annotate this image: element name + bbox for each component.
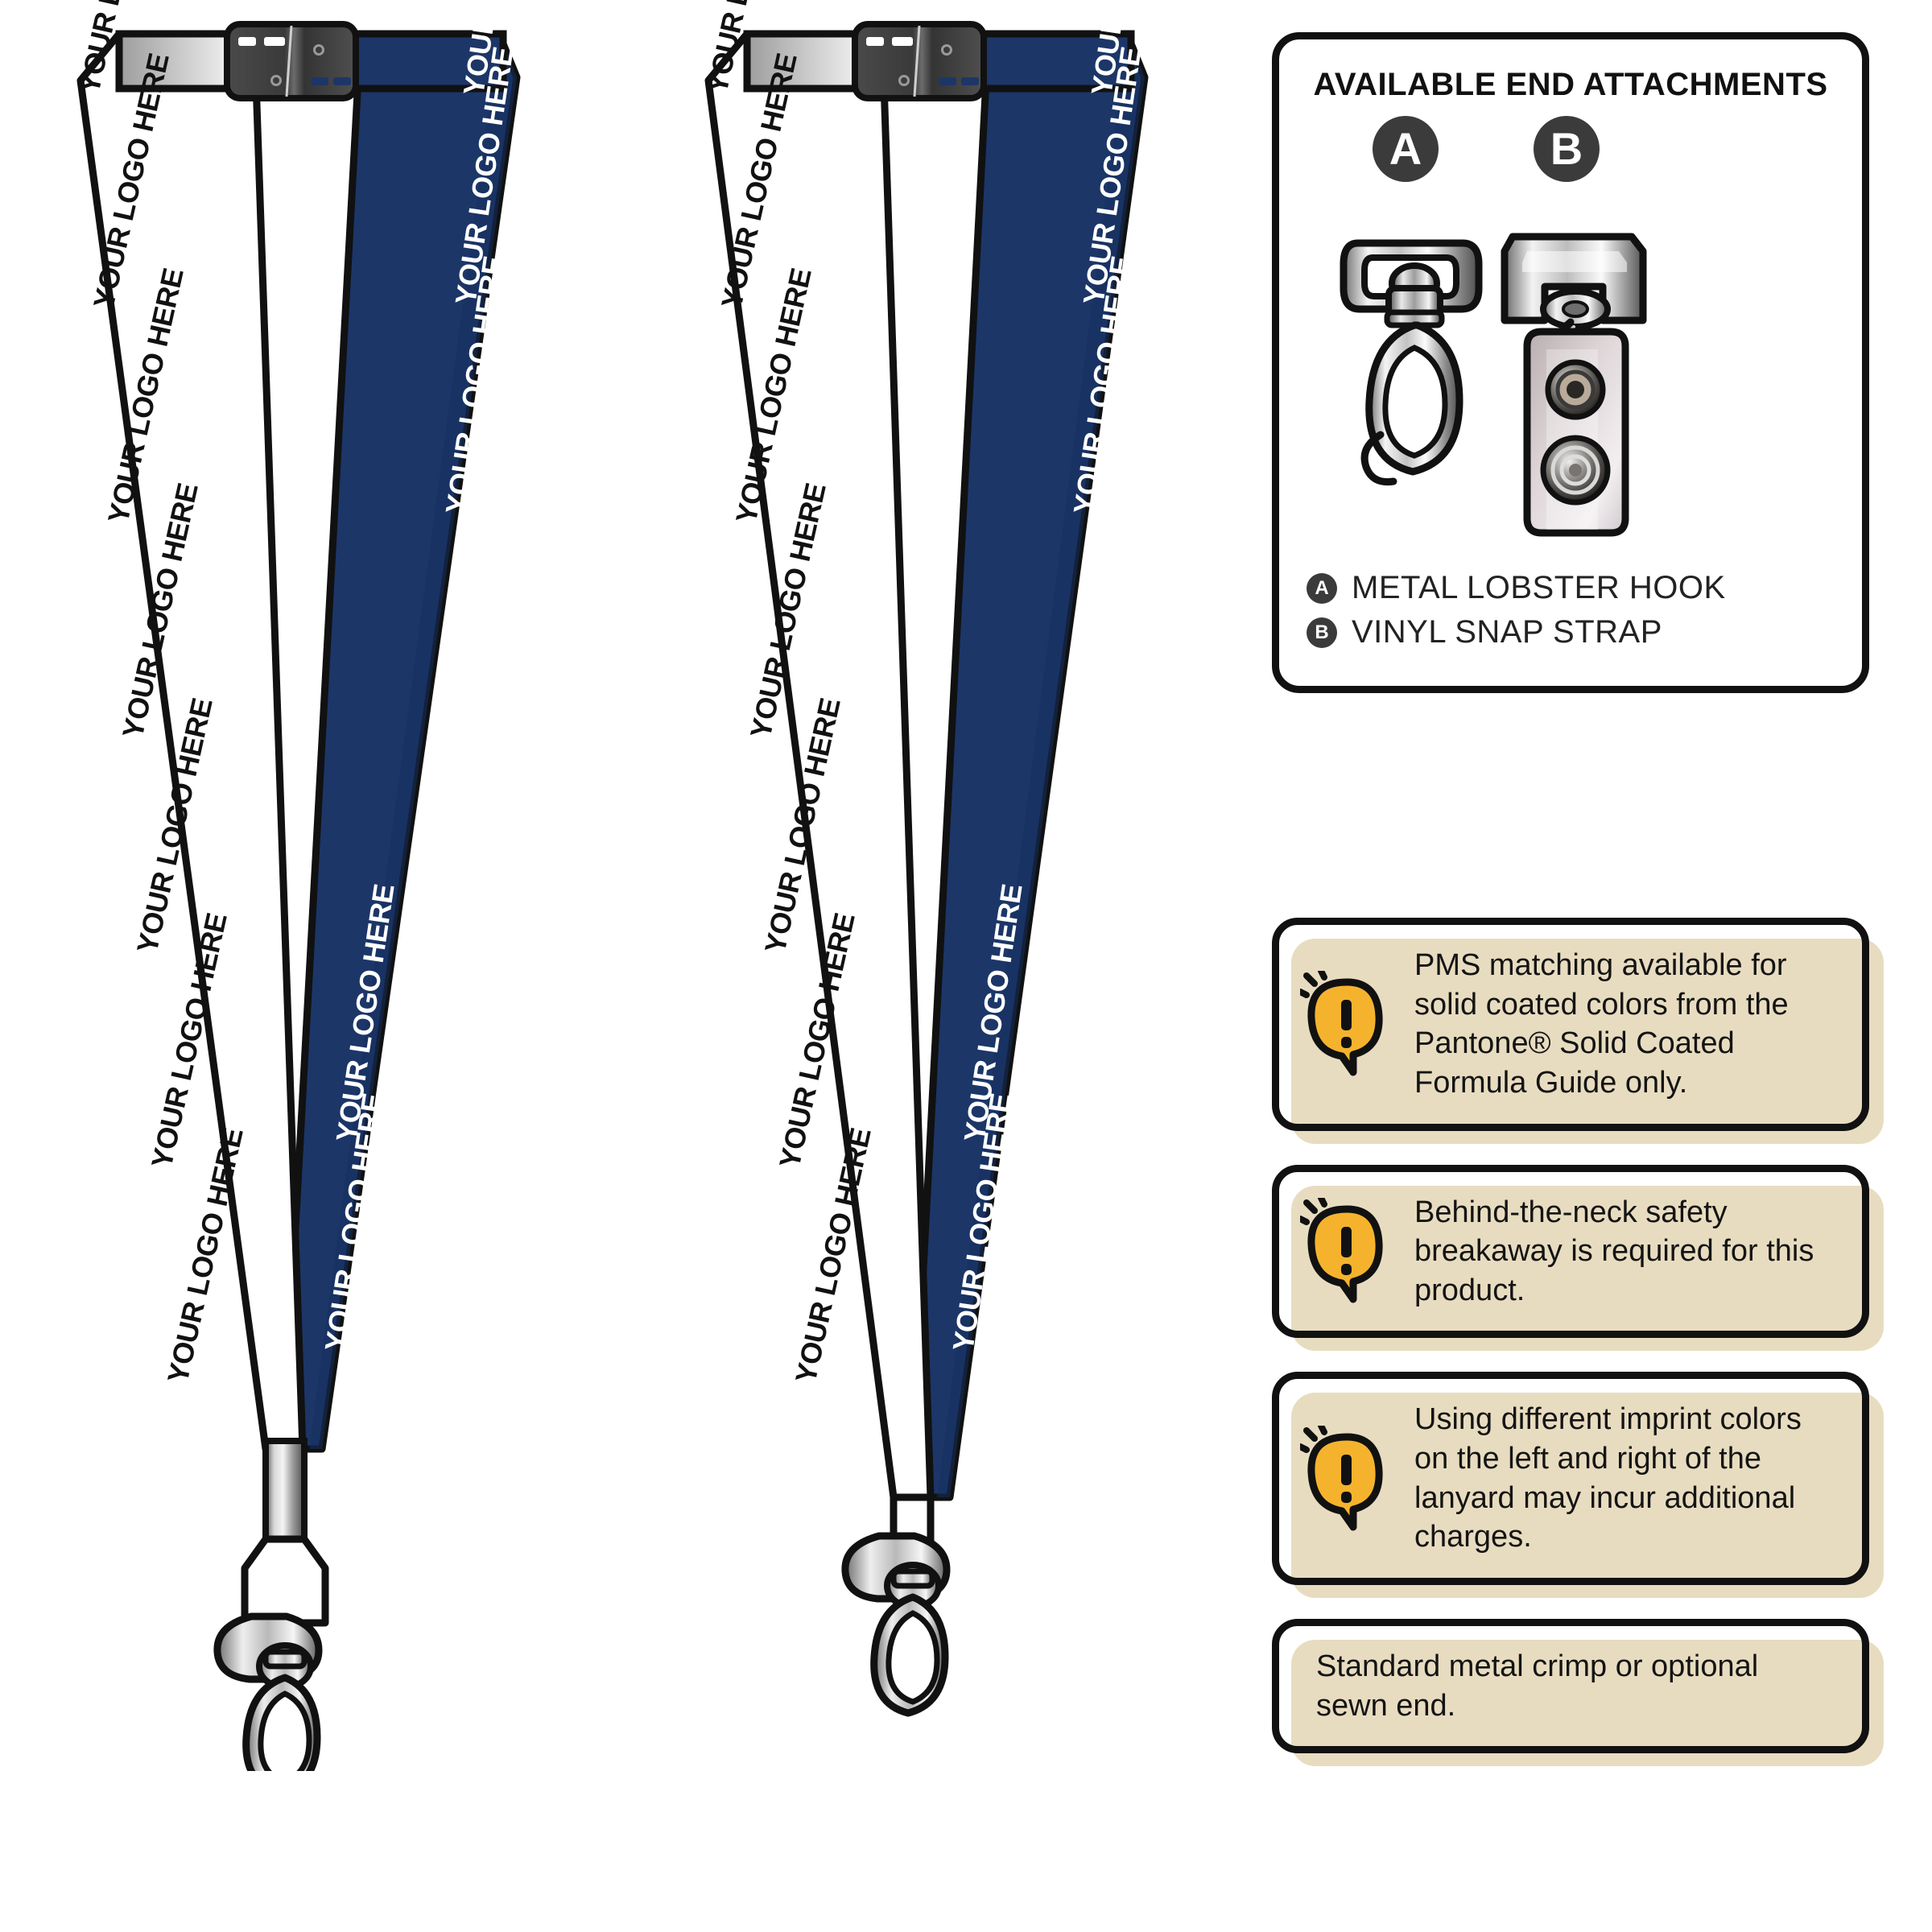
note-shadow: [1291, 939, 1884, 1144]
note-text: Behind-the-neck safety breakaway is requ…: [1414, 1195, 1814, 1307]
legend-row-a: A METAL LOBSTER HOOK: [1307, 570, 1835, 606]
warning-exclamation-icon: [1297, 1422, 1397, 1532]
end-tab: [241, 1535, 329, 1627]
badge-option-a: A: [1373, 116, 1439, 182]
breakaway-buckle: [224, 21, 359, 101]
breakaway-buckle: [852, 21, 987, 101]
attachment-options-row: A B: [1307, 116, 1835, 567]
note-box: PMS matching available for solid coated …: [1272, 918, 1869, 1131]
lanyard-left: YOUR LOGO HERE YOUR LOGO HERE YOUR LOGO …: [0, 0, 612, 1771]
legend-label-a: METAL LOBSTER HOOK: [1352, 570, 1726, 605]
legend-row-b: B VINYL SNAP STRAP: [1307, 614, 1835, 650]
note-pms-matching: PMS matching available for solid coated …: [1272, 918, 1900, 1144]
legend-badge-a: A: [1307, 572, 1337, 604]
attachments-panel-wrapper: AVAILABLE END ATTACHMENTS A B: [1272, 32, 1884, 693]
warning-exclamation-icon: [1297, 1195, 1397, 1304]
note-text: Standard metal crimp or optional sewn en…: [1316, 1649, 1759, 1723]
attachment-legend: A METAL LOBSTER HOOK B VINYL SNAP STRAP: [1307, 570, 1835, 650]
note-crimp-or-sewn: Standard metal crimp or optional sewn en…: [1272, 1618, 1900, 1767]
panel-title: AVAILABLE END ATTACHMENTS: [1313, 67, 1828, 102]
available-end-attachments-panel: AVAILABLE END ATTACHMENTS A B: [1272, 32, 1869, 693]
note-shadow: [1291, 1393, 1884, 1598]
note-breakaway-required: Behind-the-neck safety breakaway is requ…: [1272, 1164, 1900, 1352]
note-shadow: [1291, 1185, 1884, 1352]
note-box: Behind-the-neck safety breakaway is requ…: [1272, 1164, 1869, 1339]
notes-column: PMS matching available for solid coated …: [1272, 918, 1900, 1787]
note-text: PMS matching available for solid coated …: [1414, 948, 1789, 1100]
metal-crimp: [262, 1438, 308, 1549]
legend-label-b: VINYL SNAP STRAP: [1352, 614, 1662, 650]
note-shadow: [1291, 1639, 1884, 1767]
metal-lobster-hook-icon: [1335, 193, 1521, 535]
note-text: Using different imprint colors on the le…: [1414, 1402, 1802, 1554]
legend-badge-b: B: [1307, 617, 1337, 648]
warning-exclamation-icon: [1297, 968, 1397, 1077]
vinyl-snap-strap-icon: [1500, 188, 1709, 579]
note-box: Standard metal crimp or optional sewn en…: [1272, 1618, 1869, 1754]
note-box: Using different imprint colors on the le…: [1272, 1372, 1869, 1585]
badge-option-b: B: [1534, 116, 1600, 182]
lanyard-right: YOUR LOGO HERE YOUR LOGO HERE YOUR LOGO …: [628, 0, 1240, 1771]
lobster-hook: [841, 1532, 951, 1717]
note-imprint-colors: Using different imprint colors on the le…: [1272, 1372, 1900, 1598]
lobster-hook: [213, 1612, 323, 1771]
